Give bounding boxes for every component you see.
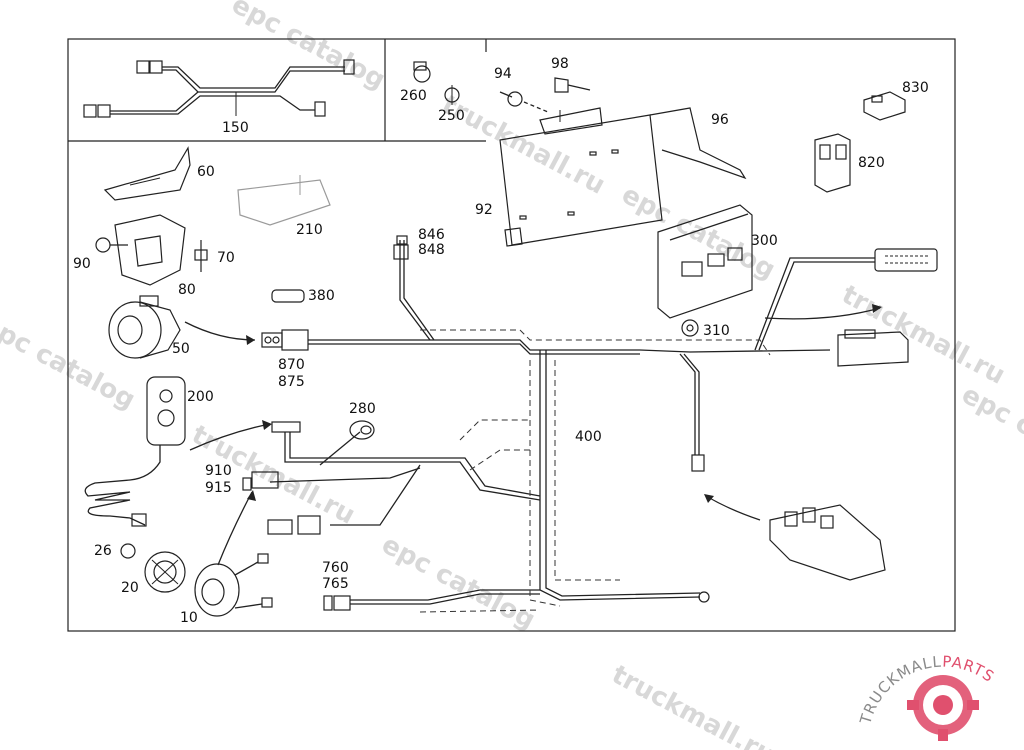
part-90-bolt[interactable] (95, 237, 128, 253)
part-820-relay[interactable] (814, 133, 851, 193)
label-910: 910 (205, 463, 232, 479)
label-380: 380 (308, 288, 335, 304)
part-94-98-bolts[interactable] (499, 77, 591, 113)
part-50-horn[interactable] (108, 295, 181, 359)
label-210: 210 (296, 222, 323, 238)
arrow-10-to-910 (217, 491, 253, 566)
arrowhead (246, 335, 255, 345)
arrowhead (262, 420, 272, 430)
part-60-bracket[interactable] (103, 146, 191, 201)
part-870-connector[interactable] (261, 329, 309, 351)
part-910-connector[interactable] (242, 477, 252, 491)
part-20-sensor[interactable] (144, 551, 186, 593)
part-310-grommet[interactable] (681, 319, 699, 337)
label-10: 10 (180, 610, 198, 626)
label-300: 300 (751, 233, 778, 249)
logo-gear-icon (907, 675, 979, 741)
arrow-300 (764, 307, 881, 320)
label-400: 400 (575, 429, 602, 445)
part-70-bolt[interactable] (194, 240, 208, 272)
label-260: 260 (400, 88, 427, 104)
part-830-relay[interactable] (863, 91, 906, 121)
watermark-text: truckmall.ru (437, 90, 610, 201)
label-200: 200 (187, 389, 214, 405)
arrow-fuse-box (705, 495, 761, 521)
label-96: 96 (711, 112, 729, 128)
label-50: 50 (172, 341, 190, 357)
label-915: 915 (205, 480, 232, 496)
watermark-text: epc catalog (957, 380, 1024, 486)
watermark-text: truckmall.ru (607, 660, 780, 750)
part-150-harness[interactable] (83, 59, 355, 118)
truckmall-logo: TRUCKMALLPARTS (856, 653, 997, 741)
arrow-200 (189, 423, 271, 451)
label-870: 870 (278, 357, 305, 373)
label-150: 150 (222, 120, 249, 136)
watermark-text: epc catalog (227, 0, 390, 96)
label-760: 760 (322, 560, 349, 576)
part-10-buzzer[interactable] (194, 553, 273, 617)
part-300-control-unit[interactable] (657, 204, 753, 319)
part-26-washer[interactable] (120, 543, 136, 559)
part-280-plug[interactable] (349, 420, 375, 440)
label-830: 830 (902, 80, 929, 96)
arrowhead (872, 304, 882, 313)
part-80-bracket[interactable] (114, 214, 186, 286)
label-875: 875 (278, 374, 305, 390)
part-260-250[interactable] (413, 61, 460, 105)
label-846: 846 (418, 227, 445, 243)
watermark-text: truckmall.ru (837, 280, 1010, 391)
label-250: 250 (438, 108, 465, 124)
label-70: 70 (217, 250, 235, 266)
part-846-connector[interactable] (396, 235, 408, 245)
label-20: 20 (121, 580, 139, 596)
label-310: 310 (703, 323, 730, 339)
label-94: 94 (494, 66, 512, 82)
arrowhead (704, 494, 714, 503)
label-80: 80 (178, 282, 196, 298)
connector-top-right[interactable] (874, 248, 938, 272)
arrow-50-to-870 (184, 321, 256, 341)
label-92: 92 (475, 202, 493, 218)
label-60: 60 (197, 164, 215, 180)
part-210-bracket[interactable] (237, 175, 331, 226)
label-820: 820 (858, 155, 885, 171)
label-765: 765 (322, 576, 349, 592)
watermark-text: epc catalog (377, 530, 540, 636)
part-400-main-harness[interactable] (251, 240, 875, 613)
arrowhead (247, 490, 256, 501)
label-280: 280 (349, 401, 376, 417)
part-200-remote[interactable] (84, 376, 186, 527)
label-848: 848 (418, 242, 445, 258)
part-92-plate[interactable] (499, 107, 747, 247)
part-380-connector[interactable] (271, 289, 305, 303)
label-26: 26 (94, 543, 112, 559)
connector-right[interactable] (837, 329, 909, 367)
part-labels: 150 260 250 94 98 96 92 830 820 60 210 9… (73, 56, 929, 626)
part-760-connector[interactable] (323, 595, 333, 611)
fuse-box[interactable] (769, 504, 886, 581)
diagram-frame (67, 38, 956, 632)
label-98: 98 (551, 56, 569, 72)
label-90: 90 (73, 256, 91, 272)
